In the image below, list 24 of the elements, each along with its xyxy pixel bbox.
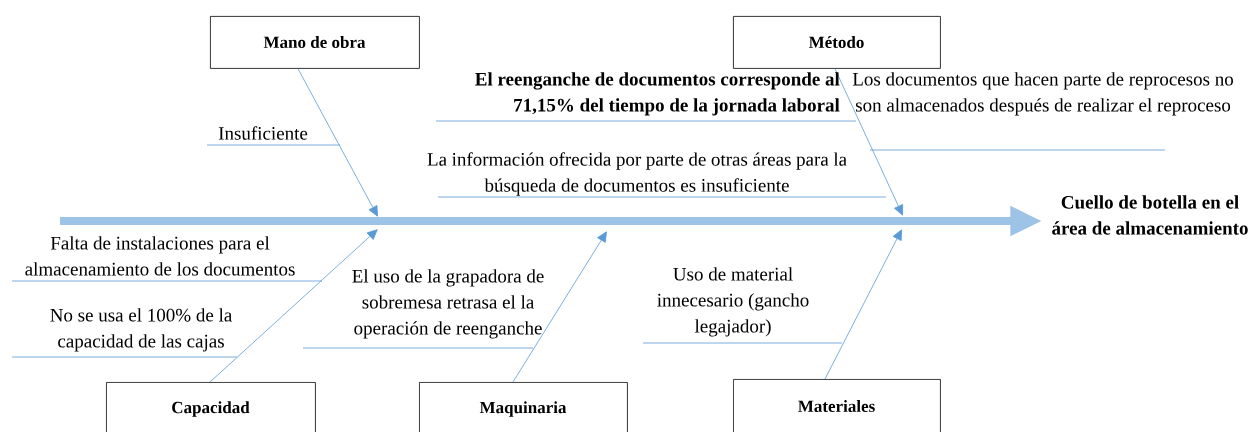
cause-text: El reenganche de documentos corresponde al 71,15% del tiempo de la jornada laboral — [475, 72, 840, 116]
cause-text: La información ofrecida por parte de otras áreas para la búsqueda de documentos es insuficiente — [427, 152, 847, 196]
arrow — [824, 229, 902, 380]
cause-text: Uso de material innecesario (gancho legajador) — [657, 267, 809, 337]
category-box — [733, 379, 941, 432]
category-label: Materiales — [798, 400, 875, 412]
cause-text: El uso de la grapadora de sobremesa retrasa el la operación de reenganche — [352, 269, 544, 339]
category-label: Método — [808, 36, 864, 48]
category-label: Maquinaria — [479, 401, 567, 417]
arrow — [512, 231, 607, 383]
cause-text: No se usa el 100% de la capacidad de las cajas — [50, 308, 232, 352]
category-label: Mano de obra — [263, 36, 366, 48]
category-box — [210, 16, 420, 69]
category-label: Capacidad — [172, 401, 250, 417]
cause-text: Insuficiente — [218, 126, 308, 140]
arrow — [834, 68, 904, 216]
category-box — [733, 16, 941, 69]
cause-text: Falta de instalaciones para el almacenamiento de los documentos — [25, 236, 295, 276]
cause-text: Los documentos que hacen parte de reprocesos no son almacenados después de realizar el reproceso — [852, 72, 1233, 116]
category-box — [106, 382, 316, 432]
arrow — [209, 229, 378, 383]
category-box — [419, 382, 628, 432]
arrow — [297, 68, 378, 217]
effect-label: Cuello de botella en el área de almacenamiento — [1052, 195, 1248, 235]
